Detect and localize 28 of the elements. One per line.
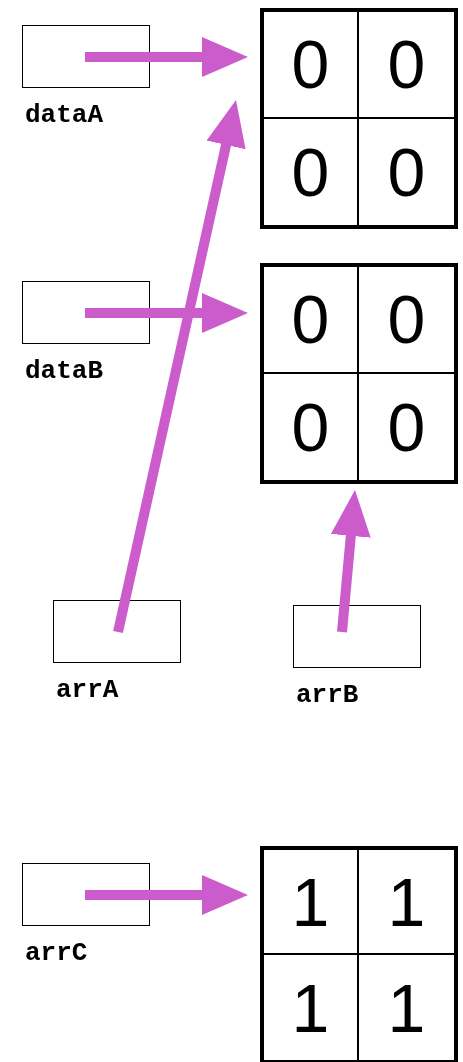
matrix-cell bbox=[264, 12, 359, 119]
variable-name: arrB bbox=[296, 680, 359, 710]
cell-value: 0 bbox=[387, 281, 426, 358]
cell-value: 1 bbox=[291, 969, 330, 1046]
variable-name: dataB bbox=[25, 356, 103, 386]
variable-name: dataA bbox=[25, 100, 103, 130]
arrow bbox=[85, 293, 248, 333]
cell-value: 0 bbox=[291, 388, 330, 465]
arrow bbox=[85, 875, 248, 915]
cell-value: 0 bbox=[387, 388, 426, 465]
cell-value: 0 bbox=[387, 26, 426, 103]
cell-value: 0 bbox=[387, 133, 426, 210]
matrix-cell bbox=[264, 267, 359, 374]
matrix-cell bbox=[264, 850, 359, 955]
cell-value: 1 bbox=[387, 969, 426, 1046]
variable-name: arrA bbox=[56, 675, 119, 705]
cell-value: 0 bbox=[291, 26, 330, 103]
cell-value: 1 bbox=[291, 863, 330, 940]
arrow bbox=[85, 37, 248, 77]
cell-value: 0 bbox=[291, 133, 330, 210]
arrow bbox=[113, 100, 246, 634]
variable-name: arrC bbox=[25, 938, 88, 968]
matrix-grid bbox=[260, 8, 458, 229]
matrix-grid bbox=[260, 846, 458, 1062]
cell-value: 1 bbox=[387, 863, 426, 940]
matrix-grid bbox=[260, 263, 458, 484]
arrow bbox=[330, 490, 371, 633]
cell-value: 0 bbox=[291, 281, 330, 358]
